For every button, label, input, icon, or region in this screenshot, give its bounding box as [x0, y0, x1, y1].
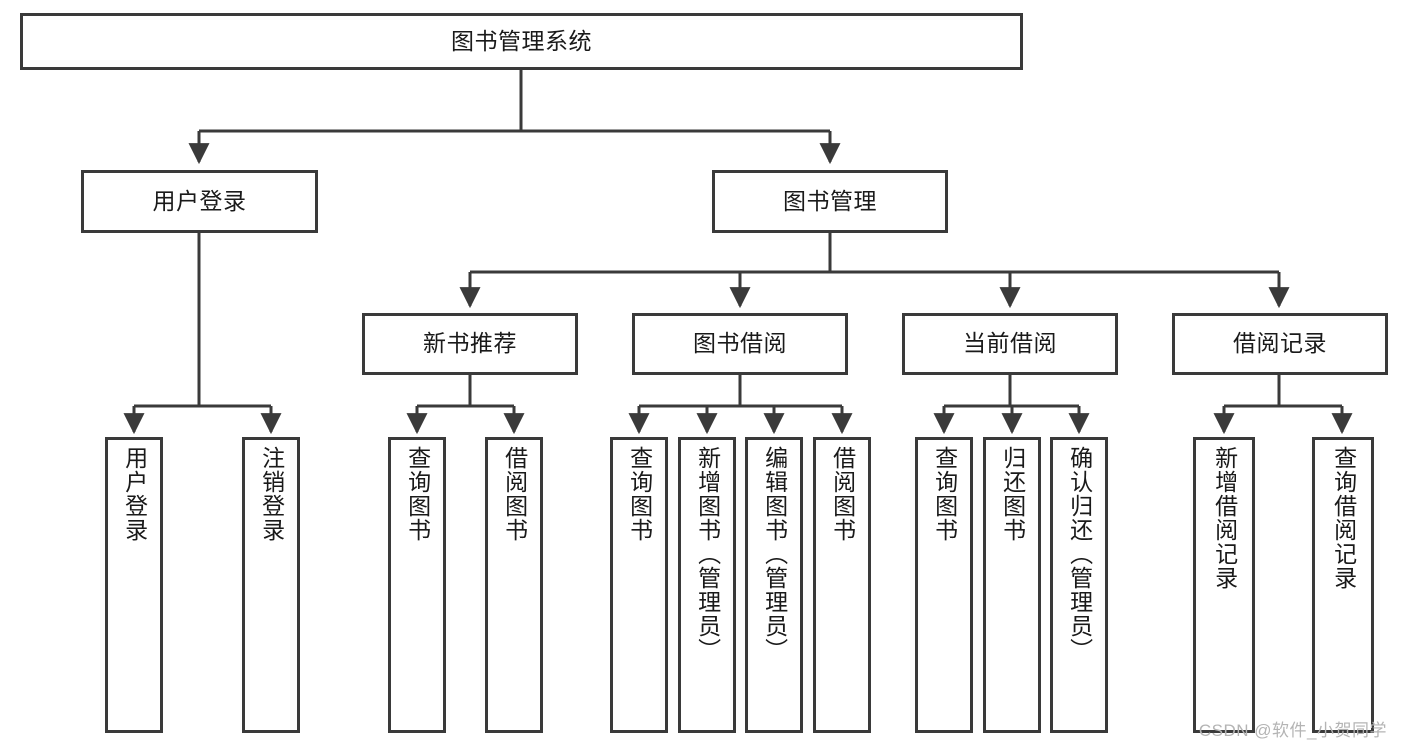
node-book-management[interactable]: 图书管理: [712, 170, 948, 233]
node-leaf-query-book-3-label: 查询图书: [931, 446, 958, 542]
node-leaf-return-book[interactable]: 归还图书: [983, 437, 1041, 733]
node-current-borrow-label: 当前借阅: [963, 330, 1057, 357]
node-borrow-record[interactable]: 借阅记录: [1172, 313, 1388, 375]
node-root-label: 图书管理系统: [451, 27, 592, 54]
node-user-login-label: 用户登录: [152, 187, 247, 214]
node-book-borrow-label: 图书借阅: [693, 330, 787, 357]
node-leaf-confirm-return-admin-label: 确认归还（管理员）: [1066, 446, 1093, 662]
node-leaf-add-borrow-record-label: 新增借阅记录: [1211, 446, 1238, 590]
node-leaf-edit-book-admin-label: 编辑图书（管理员）: [761, 446, 788, 662]
node-leaf-confirm-return-admin[interactable]: 确认归还（管理员）: [1050, 437, 1108, 733]
node-root[interactable]: 图书管理系统: [20, 13, 1023, 70]
node-new-book-recommend[interactable]: 新书推荐: [362, 313, 578, 375]
node-leaf-query-borrow-record-label: 查询借阅记录: [1330, 446, 1357, 590]
node-borrow-record-label: 借阅记录: [1233, 330, 1327, 357]
node-leaf-user-login[interactable]: 用户登录: [105, 437, 163, 733]
node-leaf-logout-login[interactable]: 注销登录: [242, 437, 300, 733]
node-leaf-query-borrow-record[interactable]: 查询借阅记录: [1312, 437, 1374, 733]
node-leaf-return-book-label: 归还图书: [999, 446, 1026, 542]
node-leaf-add-book-admin-label: 新增图书（管理员）: [694, 446, 721, 662]
node-leaf-borrow-book-2[interactable]: 借阅图书: [813, 437, 871, 733]
node-current-borrow[interactable]: 当前借阅: [902, 313, 1118, 375]
node-leaf-query-book-2-label: 查询图书: [626, 446, 653, 542]
node-leaf-query-book-1[interactable]: 查询图书: [388, 437, 446, 733]
node-leaf-add-borrow-record[interactable]: 新增借阅记录: [1193, 437, 1255, 733]
node-book-borrow[interactable]: 图书借阅: [632, 313, 848, 375]
node-leaf-user-login-label: 用户登录: [121, 446, 148, 542]
node-leaf-borrow-book-1[interactable]: 借阅图书: [485, 437, 543, 733]
node-leaf-query-book-2[interactable]: 查询图书: [610, 437, 668, 733]
node-leaf-query-book-1-label: 查询图书: [404, 446, 431, 542]
node-leaf-borrow-book-1-label: 借阅图书: [501, 446, 528, 542]
node-book-management-label: 图书管理: [783, 187, 877, 214]
node-leaf-borrow-book-2-label: 借阅图书: [829, 446, 856, 542]
node-new-book-recommend-label: 新书推荐: [423, 330, 517, 357]
node-user-login[interactable]: 用户登录: [81, 170, 318, 233]
node-leaf-add-book-admin[interactable]: 新增图书（管理员）: [678, 437, 736, 733]
node-leaf-logout-login-label: 注销登录: [258, 446, 285, 542]
node-leaf-query-book-3[interactable]: 查询图书: [915, 437, 973, 733]
node-leaf-edit-book-admin[interactable]: 编辑图书（管理员）: [745, 437, 803, 733]
